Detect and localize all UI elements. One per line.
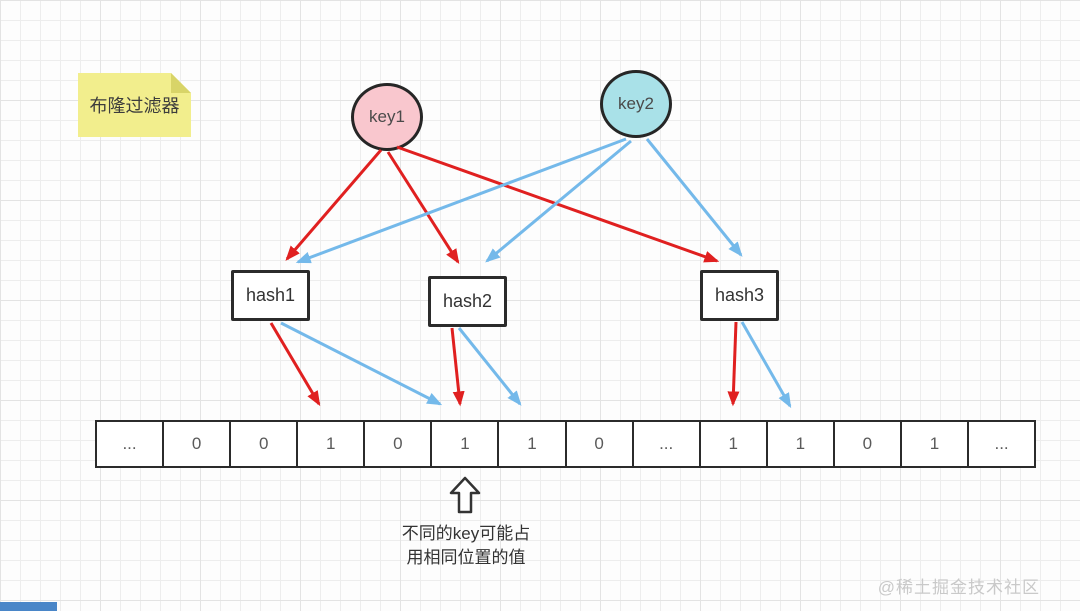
bit-cell: ... — [967, 420, 1037, 468]
bit-cell: 0 — [363, 420, 433, 468]
arrow-hash1-bit3 — [269, 322, 321, 407]
bit-cell: 0 — [564, 420, 634, 468]
bit-cell: 1 — [296, 420, 366, 468]
arrow-key1-hash2 — [386, 151, 460, 265]
hash3-box: hash3 — [700, 270, 779, 321]
arrow-key1-hash3 — [396, 145, 720, 263]
bit-cell: 1 — [698, 420, 768, 468]
key1-node: key1 — [351, 83, 423, 151]
bottom-left-blue-bar — [0, 602, 57, 611]
arrow-hash2-bit6 — [457, 327, 522, 406]
arrow-key2-hash3 — [645, 138, 743, 257]
hash3-label: hash3 — [714, 285, 765, 305]
bit-cell: ... — [631, 420, 701, 468]
hash2-box: hash2 — [428, 276, 507, 327]
note-fold-corner-icon — [171, 73, 191, 93]
bit-cell: 0 — [162, 420, 232, 468]
annotation-caption: 不同的key可能占 用相同位置的值 — [396, 522, 536, 570]
key2-label: key2 — [618, 94, 654, 113]
bit-cell: 1 — [497, 420, 567, 468]
bit-cell: 1 — [765, 420, 835, 468]
arrow-key2-hash2 — [485, 139, 632, 263]
annotation-line-1: 不同的key可能占 — [401, 524, 531, 543]
key1-label: key1 — [369, 107, 405, 126]
arrow-key1-hash1 — [285, 149, 383, 261]
hash1-label: hash1 — [245, 285, 296, 305]
arrow-hash3-bit9 — [727, 321, 740, 407]
sticky-note-label: 布隆过滤器 — [89, 96, 180, 116]
arrow-hash2-bit5 — [450, 327, 465, 407]
annotation-line-2: 用相同位置的值 — [406, 547, 526, 567]
bit-cell: 0 — [229, 420, 299, 468]
arrow-key2-hash1 — [295, 137, 627, 264]
key2-node: key2 — [600, 70, 672, 138]
pointer-up-arrow-icon — [449, 476, 481, 514]
arrow-hash1-bit5 — [280, 321, 443, 406]
bit-cell: 0 — [832, 420, 902, 468]
bit-cell: ... — [95, 420, 165, 468]
bit-cell: 1 — [899, 420, 970, 468]
bit-cell: 1 — [430, 420, 500, 468]
arrow-hash3-bit10 — [740, 321, 792, 409]
hash2-label: hash2 — [442, 291, 493, 311]
watermark: @稀土掘金技术社区 — [877, 578, 1040, 597]
hash1-box: hash1 — [231, 270, 310, 321]
